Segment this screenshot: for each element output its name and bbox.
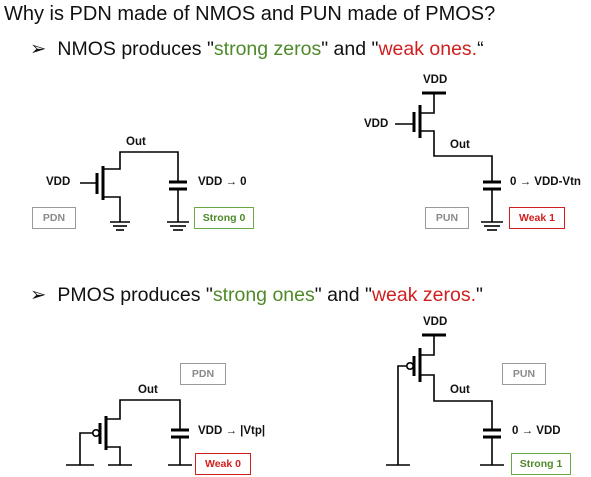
nmos-middle: " and " (321, 38, 379, 60)
result-badge: Weak 0 (195, 453, 251, 475)
out-label: Out (138, 384, 158, 396)
network-badge: PDN (32, 207, 76, 229)
source-wire (103, 196, 121, 222)
nmos-prefix: NMOS produces " (57, 38, 214, 60)
result-badge: Strong 0 (194, 207, 254, 229)
network-badge: PUN (425, 207, 469, 229)
pmos-prefix: PMOS produces " (57, 284, 213, 306)
supply-label: VDD (423, 316, 448, 328)
pmos-suffix: " (476, 284, 483, 306)
pmos-strong-text: strong ones (212, 284, 315, 306)
result-badge: Weak 1 (509, 207, 565, 229)
cap-voltage-label: VDD → 0 (198, 176, 247, 188)
nmos-pdn-circuit (80, 151, 189, 231)
pmos-bullet: ➢ PMOS produces "strong ones" and "weak … (30, 283, 483, 307)
cap-voltage-label: 0 → VDD (512, 425, 561, 437)
out-label: Out (126, 136, 146, 148)
gate-label: VDD (46, 176, 71, 188)
bullet-arrow-icon: ➢ (30, 38, 47, 60)
nmos-weak-text: weak ones. (378, 38, 478, 60)
pmos-pun-circuit (386, 333, 504, 466)
network-badge: PDN (180, 363, 226, 385)
gate-label: VDD (364, 118, 389, 130)
cap-voltage-label: 0 → VDD-Vtn (510, 176, 581, 188)
out-label: Out (450, 139, 470, 151)
pmos-bubble (405, 361, 414, 370)
supply-label: VDD (423, 74, 448, 86)
result-badge: Strong 1 (511, 453, 571, 475)
pmos-pdn-circuit (66, 399, 192, 466)
out-label: Out (450, 384, 470, 396)
bullet-arrow-icon: ➢ (30, 284, 47, 306)
network-badge: PUN (502, 363, 546, 385)
nmos-pun-circuit (395, 91, 503, 231)
nmos-bullet: ➢ NMOS produces "strong zeros" and "weak… (30, 37, 484, 61)
drain-wire (103, 151, 179, 182)
pmos-middle: " and " (314, 284, 372, 306)
nmos-strong-text: strong zeros (213, 38, 322, 60)
pmos-bubble (92, 428, 101, 437)
cap-voltage-label: VDD → |Vtp| (198, 425, 266, 437)
slide-title: Why is PDN made of NMOS and PUN made of … (4, 3, 496, 25)
pmos-weak-text: weak zeros. (371, 284, 476, 306)
nmos-suffix: “ (477, 38, 484, 60)
